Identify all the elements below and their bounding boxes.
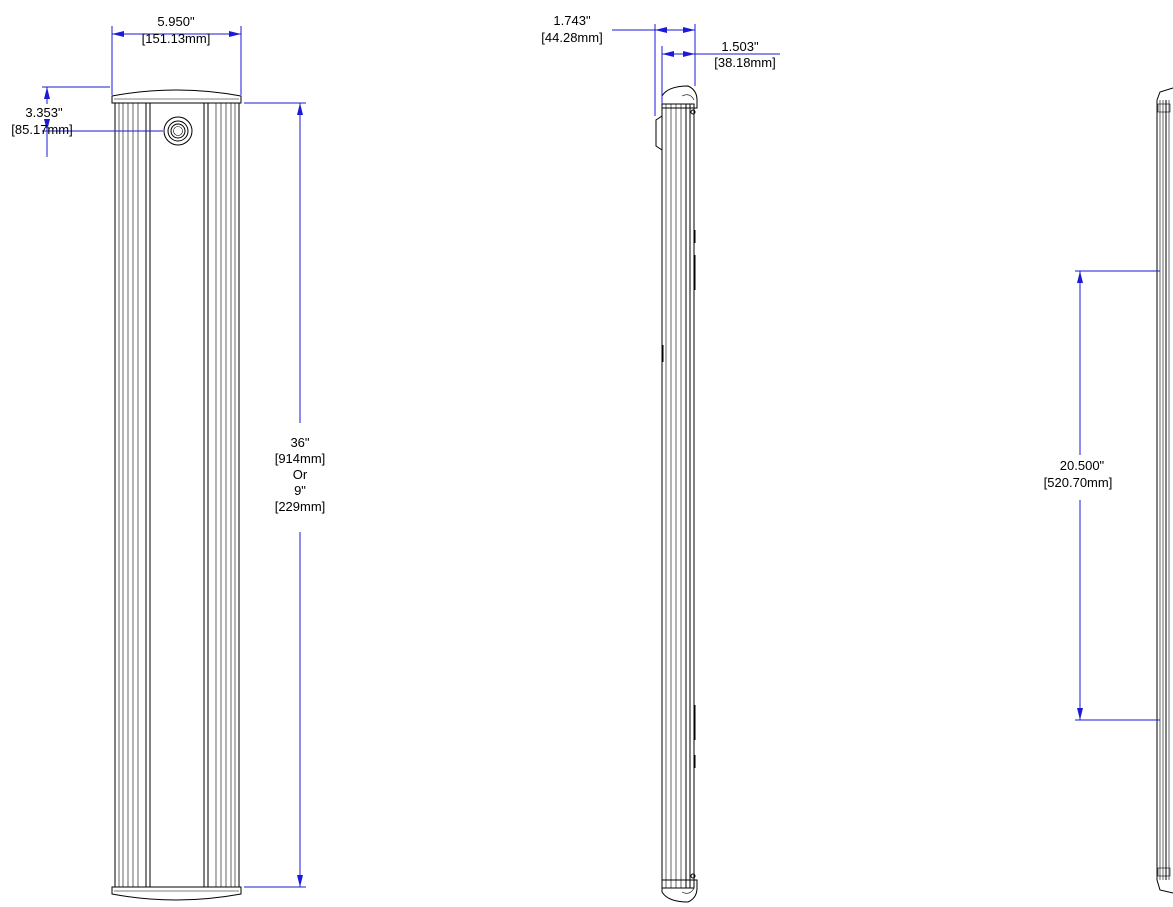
- side-body-depth-in: 1.503": [721, 39, 759, 54]
- rear-bottom-cap: [1156, 879, 1173, 894]
- side-depth-mm: [44.28mm]: [541, 30, 602, 45]
- side-depth-dimension: [612, 24, 696, 116]
- front-length-line3: Or: [293, 467, 308, 482]
- port-offset-dimension: [42, 86, 163, 157]
- rear-top-cap: [1156, 87, 1173, 101]
- rear-view: [1156, 87, 1173, 894]
- side-port-bump: [655, 115, 663, 151]
- front-top-cap: [111, 89, 242, 104]
- front-width-mm: [151.13mm]: [142, 31, 211, 46]
- side-body-depth-mm: [38.18mm]: [714, 55, 775, 70]
- port-offset-mm: [85.17mm]: [11, 122, 72, 137]
- side-view: [655, 85, 698, 903]
- port-icon: [163, 116, 193, 146]
- side-bottom-cap: [661, 879, 698, 903]
- front-length-line4: 9": [294, 483, 306, 498]
- front-length-line2: [914mm]: [275, 451, 326, 466]
- front-view: [111, 89, 242, 901]
- front-bottom-cap: [111, 886, 242, 901]
- front-body: [114, 102, 240, 888]
- front-length-line1: 36": [290, 435, 309, 450]
- port-offset-in: 3.353": [25, 105, 63, 120]
- side-body-depth-dimension: [661, 46, 780, 104]
- rear-mount-dimension: [1075, 270, 1160, 721]
- rear-mount-in: 20.500": [1060, 458, 1105, 473]
- rear-mount-mm: [520.70mm]: [1044, 475, 1113, 490]
- front-left-ribs: [118, 103, 151, 887]
- front-length-dimension: [244, 102, 306, 888]
- front-width-dimension: [111, 26, 242, 95]
- front-right-ribs: [203, 103, 236, 887]
- side-depth-in: 1.743": [553, 13, 591, 28]
- front-width-in: 5.950": [157, 14, 195, 29]
- side-body: [661, 103, 695, 889]
- side-top-cap: [661, 85, 698, 109]
- front-length-line5: [229mm]: [275, 499, 326, 514]
